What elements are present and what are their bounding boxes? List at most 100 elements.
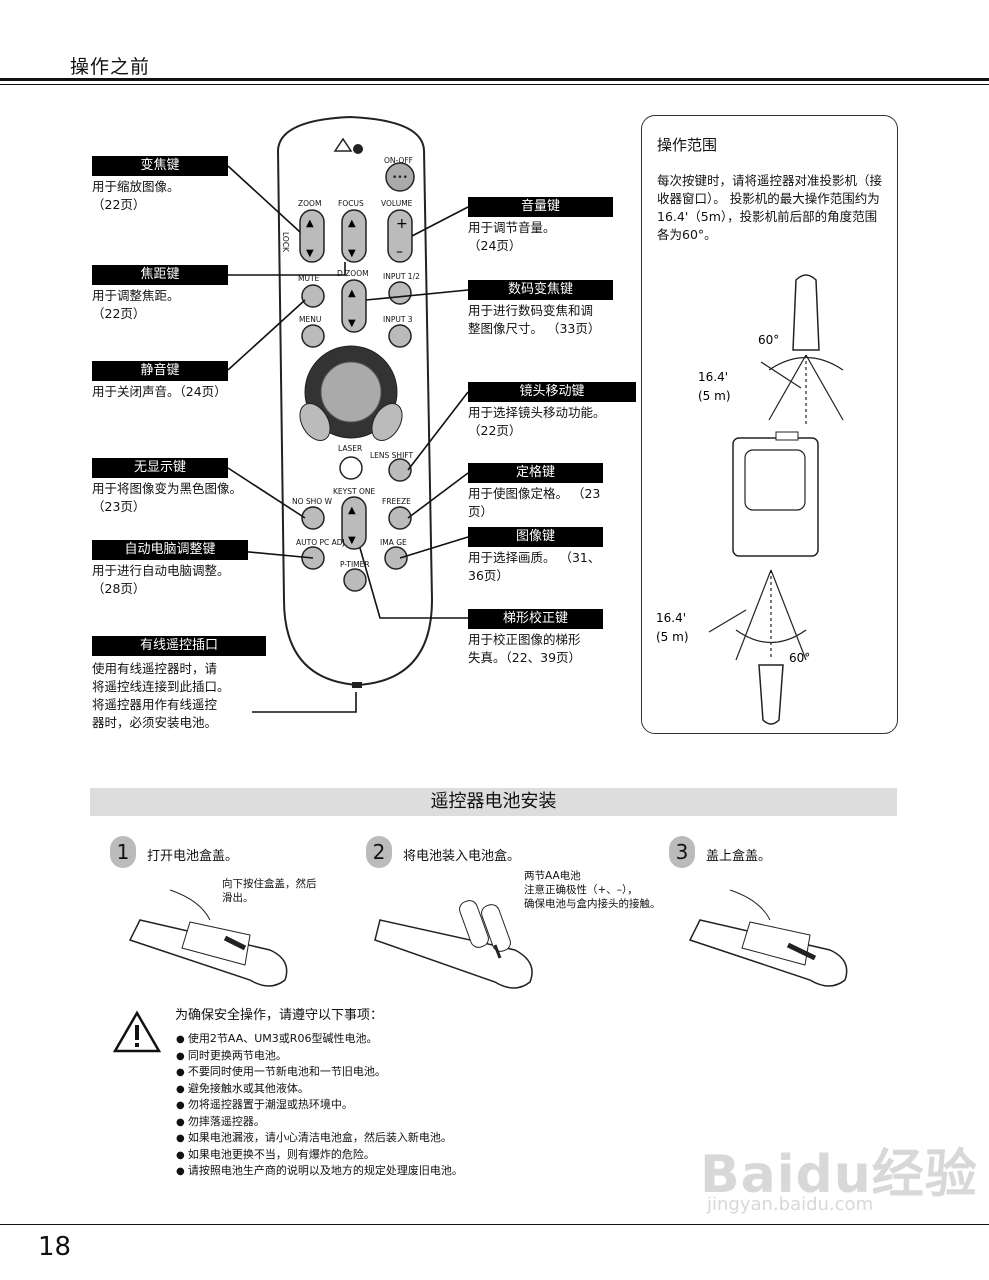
freeze-button xyxy=(388,506,412,530)
d-zoom-label: D ZOOM xyxy=(337,269,369,278)
callout-label-d-zoom: 数码变焦键 xyxy=(468,280,613,300)
lens-shift-label: LENS SHIFT xyxy=(370,451,413,460)
warning-title: 为确保安全操作，请遵守以下事项： xyxy=(175,1008,384,1023)
input3-button xyxy=(388,324,412,348)
page-title: 操作之前 xyxy=(70,56,151,78)
laser-button xyxy=(339,456,363,480)
header-rule-thin xyxy=(0,84,989,85)
svg-text:▲: ▲ xyxy=(306,218,314,229)
lock-label: LOCK xyxy=(281,232,290,253)
indicator-led-icon xyxy=(353,144,363,154)
watermark-logo: Baidu经验 xyxy=(700,1145,978,1205)
callout-desc-zoom: 用于缩放图像。 （22页） xyxy=(92,179,180,212)
keystone-label: KEYST ONE xyxy=(333,487,375,496)
d-zoom-button xyxy=(341,279,367,333)
zoom-label: ZOOM xyxy=(298,199,321,208)
warning-list: 使用2节AA、UM3或R06型碱性电池。 同时更换两节电池。 不要同时使用一节新… xyxy=(176,1031,463,1180)
step-1-illustration xyxy=(128,889,288,987)
mute-label: MUTE xyxy=(298,274,320,283)
step-2-note: 两节AA电池 注意正确极性（+、–）， 确保电池与盒内接头的接触。 xyxy=(524,870,661,910)
callout-desc-wired-jack: 使用有线遥控器时，请 将遥控线连接到此插口。 将遥控器用作有线遥控 器时，必须安… xyxy=(92,661,230,730)
warning-item: 不要同时使用一节新电池和一节旧电池。 xyxy=(176,1064,463,1081)
svg-text:▲: ▲ xyxy=(348,218,356,229)
svg-text:▼: ▼ xyxy=(348,535,356,546)
callout-label-auto-pc: 自动电脑调整键 xyxy=(92,540,248,560)
warning-item: 请按照电池生产商的说明以及地方的规定处理废旧电池。 xyxy=(176,1163,463,1180)
range-diagram: 60° 16.4' (5 m) 16.4' (5 m) 60° xyxy=(656,274,844,725)
callout-desc-mute: 用于关闭声音。（24页） xyxy=(92,384,227,399)
svg-text:▲: ▲ xyxy=(348,288,356,299)
remote-top-icon xyxy=(792,274,820,351)
range-angle-bottom: 60° xyxy=(789,651,810,665)
warning-icon xyxy=(113,1010,161,1053)
range-angle-top: 60° xyxy=(758,333,779,347)
footer-rule xyxy=(0,1224,989,1225)
step-3-number: 3 xyxy=(669,836,695,868)
range-panel xyxy=(641,115,898,734)
callout-desc-freeze: 用于使图像定格。 （23 页） xyxy=(468,486,601,519)
power-button xyxy=(385,162,415,192)
callout-label-mute: 静音键 xyxy=(92,361,228,381)
step-2-number: 2 xyxy=(366,836,392,868)
step-1-text: 打开电池盒盖。 xyxy=(147,849,239,864)
svg-text:▼: ▼ xyxy=(348,318,356,329)
step-3-illustration xyxy=(688,889,848,987)
callout-desc-lens-shift: 用于选择镜头移动功能。 （22页） xyxy=(468,405,606,438)
step-2-text: 将电池装入电池盒。 xyxy=(403,849,521,864)
input12-button xyxy=(388,281,412,305)
p-timer-label: P-TIMER xyxy=(340,560,370,569)
range-title: 操作范围 xyxy=(657,136,718,154)
warning-item: 使用2节AA、UM3或R06型碱性电池。 xyxy=(176,1031,463,1048)
callout-label-lens-shift: 镜头移动键 xyxy=(468,382,636,402)
keystone-button xyxy=(341,496,367,550)
callout-desc-d-zoom: 用于进行数码变焦和调 整图像尺寸。 （33页） xyxy=(468,303,601,336)
callout-desc-no-show: 用于将图像变为黑色图像。 （23页） xyxy=(92,481,243,514)
range-distance-bottom-ft: 16.4' xyxy=(656,611,686,625)
warning-item: 同时更换两节电池。 xyxy=(176,1048,463,1065)
laser-warning-icon xyxy=(333,137,353,152)
range-description: 每次按键时，请将遥控器对准投影机（接收器窗口）。 投影机的最大操作范围约为16.… xyxy=(657,173,883,242)
svg-text:▼: ▼ xyxy=(348,248,356,259)
callout-desc-auto-pc: 用于进行自动电脑调整。 （28页） xyxy=(92,563,230,596)
image-label: IMA GE xyxy=(380,538,407,547)
range-distance-top-m: (5 m) xyxy=(698,389,731,403)
warning-item: 如果电池更换不当，则有爆炸的危险。 xyxy=(176,1147,463,1164)
callout-label-freeze: 定格键 xyxy=(468,463,603,483)
step-1-number: 1 xyxy=(110,836,136,868)
warning-item: 勿摔落遥控器。 xyxy=(176,1114,463,1131)
page-number: 18 xyxy=(38,1232,72,1262)
freeze-label: FREEZE xyxy=(382,497,411,506)
callout-desc-image: 用于选择画质。 （31、 36页） xyxy=(468,550,601,583)
remote-diagram: ••• ▲ ▼ ▲ ▼ + – ▲ ▼ ▲ ▼ ON-OFF xyxy=(227,115,469,713)
watermark-url: jingyan.baidu.com xyxy=(707,1194,874,1215)
callout-desc-focus: 用于调整焦距。 （22页） xyxy=(92,288,180,321)
callout-label-zoom: 变焦键 xyxy=(92,156,228,176)
callout-label-focus: 焦距键 xyxy=(92,265,228,285)
svg-text:▼: ▼ xyxy=(306,248,314,259)
no-show-button xyxy=(301,506,325,530)
lens-shift-button xyxy=(388,458,412,482)
callout-label-no-show: 无显示键 xyxy=(92,458,228,478)
pointing-pad-center xyxy=(320,361,382,423)
focus-button xyxy=(341,209,367,263)
no-show-label: NO SHO W xyxy=(292,497,333,506)
svg-text:–: – xyxy=(396,244,403,260)
right-click-button xyxy=(371,403,403,441)
warning-item: 勿将遥控器置于潮湿或热环境中。 xyxy=(176,1097,463,1114)
header-rule xyxy=(0,78,989,81)
callout-desc-volume: 用于调节音量。 （24页） xyxy=(468,220,556,253)
callout-label-volume: 音量键 xyxy=(468,197,613,217)
p-timer-button xyxy=(343,568,367,592)
callout-label-image: 图像键 xyxy=(468,527,603,547)
range-distance-top-ft: 16.4' xyxy=(698,370,728,384)
focus-label: FOCUS xyxy=(338,199,364,208)
svg-text:▲: ▲ xyxy=(348,505,356,516)
battery-section-title: 遥控器电池安装 xyxy=(90,788,897,816)
menu-button xyxy=(301,324,325,348)
on-off-label: ON-OFF xyxy=(384,156,413,165)
step-2-illustration xyxy=(374,900,533,989)
svg-text:•••: ••• xyxy=(392,173,408,183)
warning-item: 避免接触水或其他液体。 xyxy=(176,1081,463,1098)
callout-label-wired-jack: 有线遥控插口 xyxy=(92,636,266,656)
svg-text:+: + xyxy=(396,216,408,232)
